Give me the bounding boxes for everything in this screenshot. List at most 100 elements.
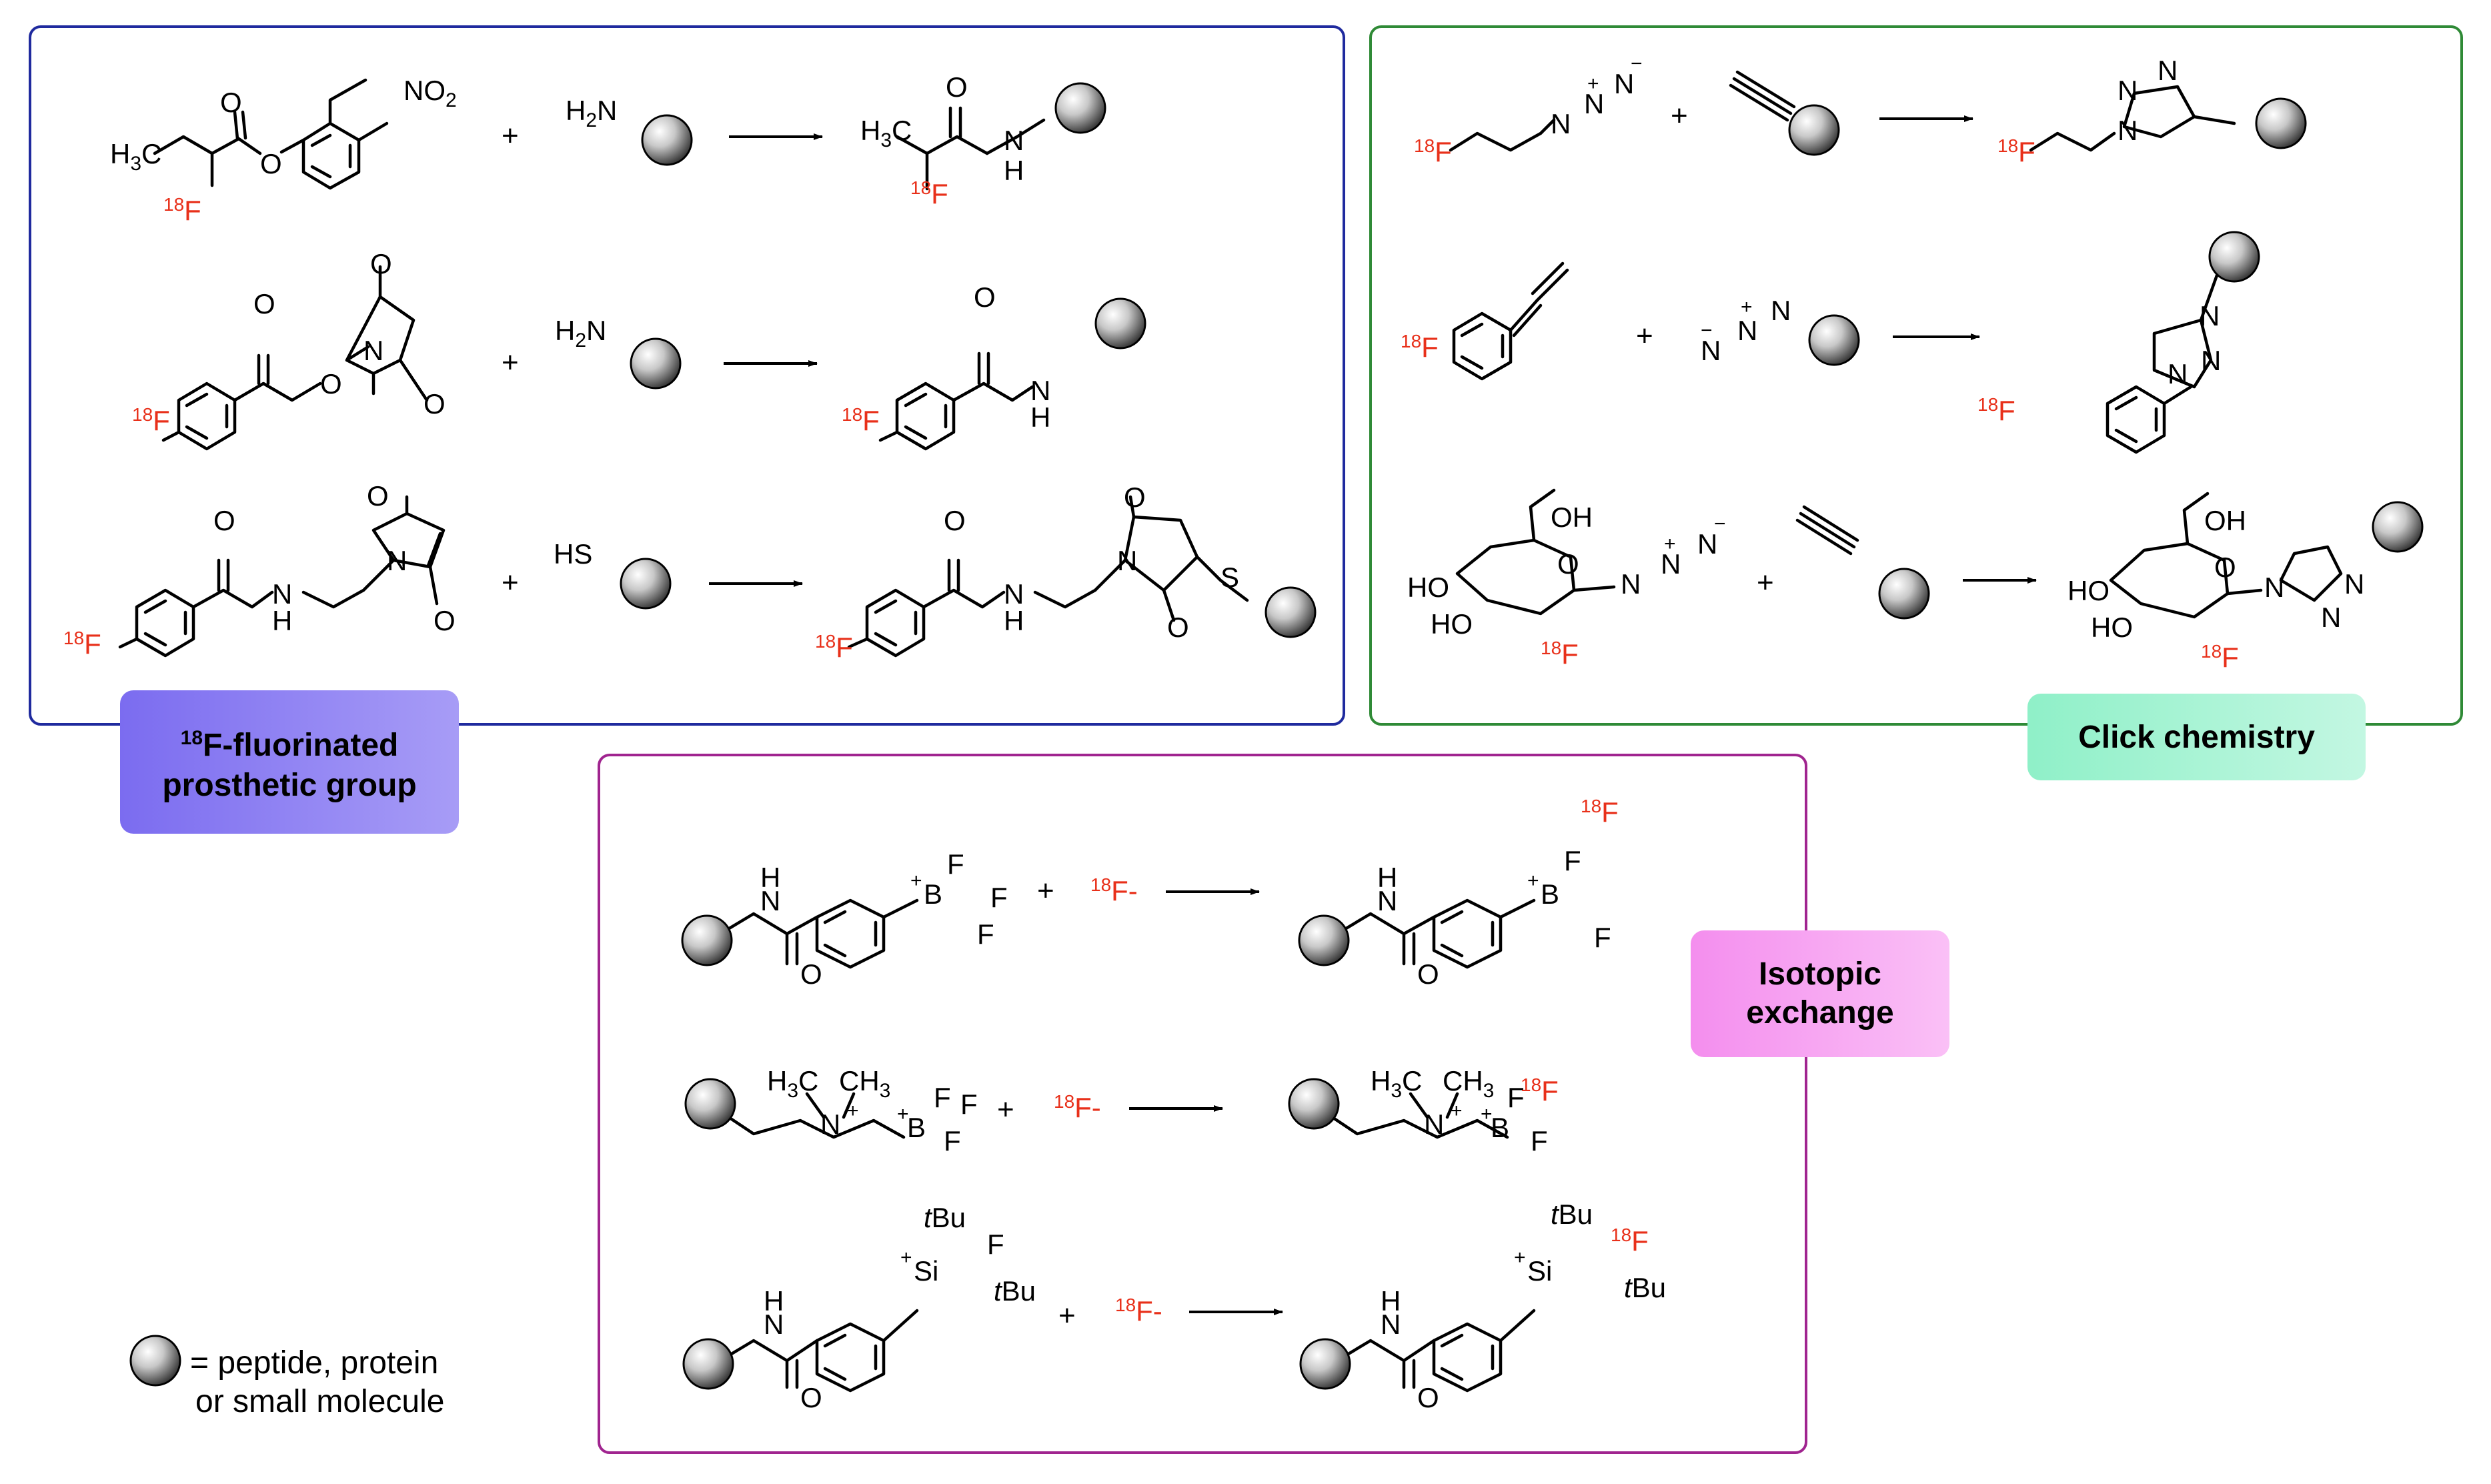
charge: + bbox=[1527, 870, 1539, 892]
bond bbox=[1452, 311, 1513, 381]
isotopic-exchange-label: Isotopic exchange bbox=[1691, 930, 1949, 1057]
bond bbox=[301, 558, 395, 609]
atom-label: Si bbox=[914, 1255, 938, 1287]
bond bbox=[1499, 898, 1536, 919]
bond bbox=[2106, 385, 2166, 454]
atom-labels: H3C O O NO2 H2N H3C O N H O O N O O H2N … bbox=[110, 55, 2364, 1413]
bond bbox=[805, 1092, 856, 1119]
plus-sign: + bbox=[997, 1093, 1014, 1126]
f18-label: 18F bbox=[2201, 641, 2239, 673]
atom-label: N bbox=[1030, 375, 1050, 406]
atom-label: N bbox=[1004, 578, 1024, 610]
atom-label: N bbox=[1737, 315, 1757, 346]
bond bbox=[118, 637, 139, 649]
legend-line1: = peptide, protein bbox=[190, 1345, 439, 1381]
bond bbox=[1499, 1309, 1536, 1343]
f18-label: 18F bbox=[1521, 1074, 1559, 1106]
atom-label: H3C bbox=[767, 1065, 818, 1102]
charge: + bbox=[900, 1247, 912, 1269]
atom-label: HO bbox=[2091, 612, 2133, 643]
click-chemistry-label: Click chemistry bbox=[2027, 694, 2366, 780]
legend-ball bbox=[129, 1335, 181, 1387]
peptide-ball bbox=[682, 1338, 734, 1390]
bond bbox=[398, 358, 429, 402]
bond bbox=[985, 118, 1046, 155]
peptide-ball bbox=[630, 337, 682, 390]
bond bbox=[371, 512, 446, 569]
atom-label: O bbox=[2214, 552, 2236, 583]
atom-label: O bbox=[434, 605, 456, 636]
charge: + bbox=[1514, 1247, 1526, 1269]
click-chemistry-panel bbox=[1369, 25, 2463, 726]
atom-label: Si bbox=[1527, 1255, 1552, 1287]
bond bbox=[712, 1105, 906, 1139]
atom-label: N bbox=[2118, 115, 2138, 146]
atom-label: H3C bbox=[860, 115, 912, 151]
bond bbox=[217, 558, 230, 592]
prosthetic-group-panel bbox=[29, 25, 1345, 726]
bond bbox=[2162, 385, 2193, 406]
atom-label: O bbox=[1124, 482, 1146, 513]
bond bbox=[1432, 898, 1503, 969]
bond bbox=[1402, 1359, 1416, 1389]
bond bbox=[952, 382, 1034, 402]
atom-label: H bbox=[272, 605, 292, 636]
bond bbox=[882, 1309, 919, 1343]
f18-label: 18F bbox=[910, 177, 948, 209]
bond bbox=[310, 133, 352, 179]
atom-label: tBu bbox=[1624, 1272, 1666, 1303]
atom-label: N bbox=[2118, 75, 2138, 106]
bond bbox=[1162, 588, 1176, 622]
f18-label: 18F bbox=[1997, 135, 2035, 167]
bond bbox=[2152, 318, 2213, 389]
atom-label: O bbox=[800, 958, 822, 990]
molecule-bonds bbox=[118, 70, 2343, 1393]
charge: − bbox=[1631, 53, 1643, 75]
bond bbox=[233, 110, 247, 141]
peptide-ball bbox=[1808, 314, 1860, 366]
atom-label: N bbox=[760, 885, 780, 916]
atom-label: N bbox=[764, 1309, 784, 1340]
atom-label: N bbox=[1621, 568, 1641, 600]
peptide-ball bbox=[1298, 914, 1350, 966]
peptide-ball bbox=[1878, 568, 1930, 620]
peptide-ball bbox=[1299, 1338, 1351, 1390]
f18-label: 18F bbox=[1541, 638, 1579, 670]
f18-label: 18F bbox=[1414, 135, 1452, 167]
legend-line2: or small molecule bbox=[195, 1384, 445, 1419]
atom-label: F bbox=[944, 1125, 961, 1157]
atom-label: F bbox=[990, 882, 1008, 913]
atom-label: NO2 bbox=[403, 75, 457, 111]
atom-label: O bbox=[800, 1382, 822, 1413]
bond bbox=[1195, 555, 1249, 602]
f18-label: 18F bbox=[1581, 796, 1619, 828]
atom-label: O bbox=[213, 505, 235, 536]
bond bbox=[428, 565, 439, 606]
legend-text: = peptide, protein or small molecule bbox=[190, 1344, 444, 1421]
bond bbox=[904, 392, 948, 440]
bond bbox=[357, 121, 389, 142]
atom-label: N bbox=[363, 335, 383, 366]
plus-sign: + bbox=[1671, 99, 1688, 132]
atom-label: O bbox=[946, 71, 968, 103]
atom-label: CH3 bbox=[839, 1065, 890, 1102]
atom-label: F bbox=[1564, 845, 1581, 876]
bond bbox=[2114, 396, 2158, 444]
atom-label: O bbox=[253, 288, 275, 319]
atom-label: O bbox=[1167, 612, 1189, 643]
bond bbox=[718, 912, 819, 936]
atom-label: O bbox=[1417, 1382, 1439, 1413]
atom-label: N bbox=[1701, 335, 1721, 366]
atom-label: O bbox=[367, 480, 389, 512]
atom-label: H bbox=[760, 862, 780, 893]
atom-label: F bbox=[947, 848, 964, 880]
atom-label: H bbox=[1381, 1285, 1401, 1317]
atom-label: N bbox=[2168, 358, 2188, 390]
f18-label: 18F bbox=[163, 194, 201, 226]
peptide-ball bbox=[681, 914, 733, 966]
atom-label: N bbox=[272, 578, 292, 610]
peptide-ball bbox=[684, 1078, 736, 1130]
f18-label: 18F bbox=[842, 404, 880, 436]
prosthetic-group-label: 18F-fluorinated prosthetic group bbox=[120, 690, 459, 834]
